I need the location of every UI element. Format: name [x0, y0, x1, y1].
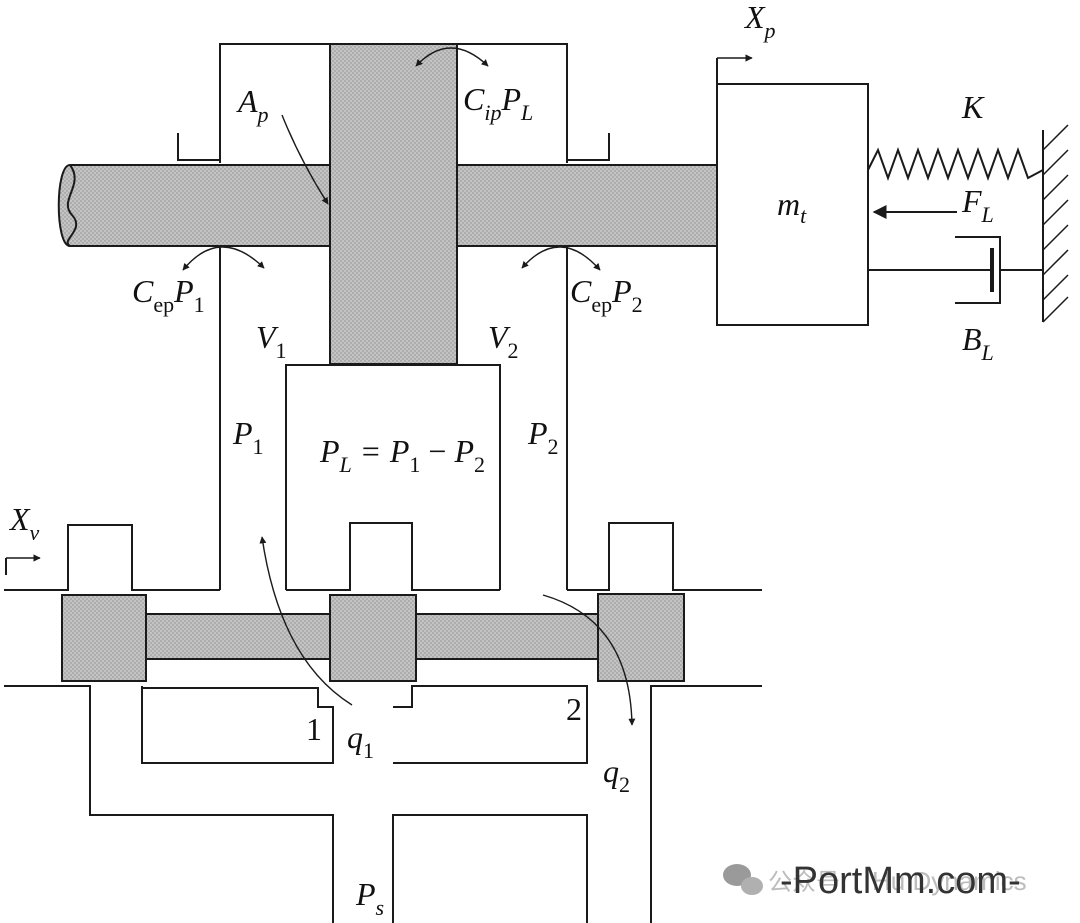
watermark-faint: Hu Dynamics — [872, 866, 1027, 896]
label-xp: Xp — [743, 0, 776, 43]
watermark-text: -PortMm.com- — [780, 860, 1021, 902]
label-pl-equation: PL=P1−P2 — [319, 433, 485, 477]
spool-land-middle — [329, 594, 417, 682]
piston-rod-left — [57, 164, 331, 247]
label-cip-pl: CipPL — [463, 81, 533, 125]
q2-flow-arrow — [542, 594, 636, 726]
port2-channel — [393, 685, 588, 764]
label-ps: Ps — [355, 876, 384, 920]
ground-hatch — [1042, 124, 1069, 323]
label-q1: q1 — [347, 719, 374, 763]
label-p2: P2 — [527, 415, 559, 459]
label-port-2: 2 — [566, 691, 582, 727]
valve-sleeve-top-left — [4, 524, 220, 591]
piston-rod-right — [456, 164, 721, 247]
label-v1: V1 — [256, 319, 287, 363]
spool-land-right — [597, 593, 685, 682]
label-bl: BL — [962, 321, 994, 365]
supply-right-wall — [392, 814, 588, 923]
wechat-icon — [723, 864, 763, 895]
cep2-leak-arrow — [521, 246, 601, 271]
valve-sleeve-top-mid — [286, 522, 500, 591]
cep1-leak-arrow — [182, 246, 265, 271]
label-mt: mt — [777, 186, 807, 228]
mass-block — [716, 83, 869, 326]
watermark: 公众号 Hu Dynamics -PortMm.com- — [723, 860, 1027, 902]
label-xv: Xv — [8, 501, 40, 545]
label-k: K — [961, 89, 985, 125]
left-rod-seal — [177, 133, 220, 161]
label-port-1: 1 — [306, 711, 322, 747]
watermark-prefix: 公众号 — [768, 869, 840, 896]
spool-land-left — [61, 594, 147, 682]
label-fl: FL — [961, 183, 994, 227]
label-ap: Ap — [236, 83, 269, 127]
label-cep-p1: CepP1 — [132, 273, 205, 317]
rod-break-curve — [66, 164, 78, 247]
ap-pointer — [281, 114, 329, 205]
label-cep-p2: CepP2 — [570, 273, 643, 317]
spring — [867, 147, 1044, 181]
cylinder-wall-left — [219, 43, 330, 163]
label-p1: P1 — [232, 415, 264, 459]
label-q2: q2 — [603, 753, 630, 797]
right-rod-seal — [567, 133, 610, 161]
cylinder-wall-right — [457, 43, 568, 163]
valve-sleeve-bottom-left — [4, 685, 334, 923]
valve-sleeve-top-right — [567, 522, 762, 591]
inner-block — [285, 364, 501, 590]
label-v2: V2 — [488, 319, 519, 363]
port1-channel — [141, 686, 334, 764]
piston — [329, 43, 458, 365]
cip-leak-arrow — [415, 47, 489, 67]
q1-flow-arrow — [259, 536, 353, 706]
valve-sleeve-bottom-right — [650, 685, 762, 923]
